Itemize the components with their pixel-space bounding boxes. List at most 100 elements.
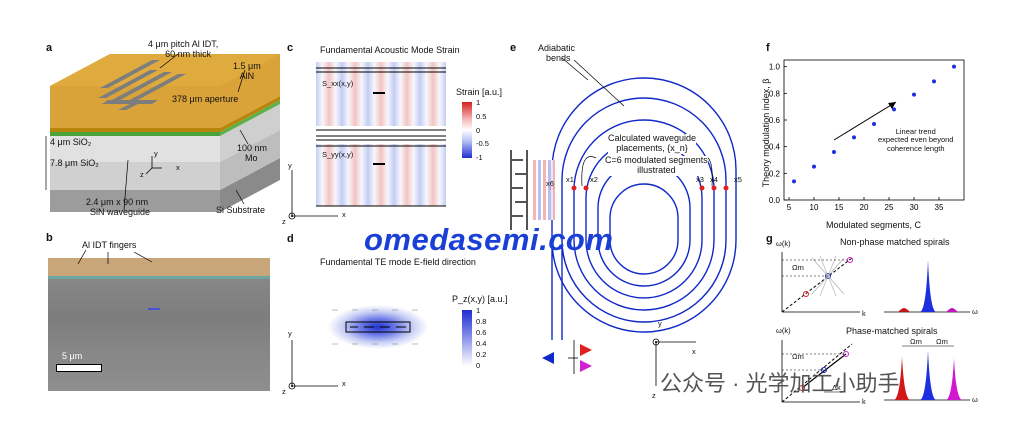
axis-y-label: y xyxy=(288,329,292,338)
substrate-label: Si Substrate xyxy=(216,205,266,215)
omega-label: ω xyxy=(972,307,978,316)
y-tick-label: 0.6 xyxy=(769,116,781,125)
tick: 0 xyxy=(476,125,481,135)
panel-d-title: Fundamental TE mode E-field direction xyxy=(320,257,476,267)
trend-arrowhead xyxy=(888,102,896,109)
chart-f-ylabel: Theory modulation index, β xyxy=(761,78,772,188)
wechat-watermark: 公众号 · 光学加工小助手 xyxy=(660,371,900,396)
axis-z-label: z xyxy=(140,170,144,179)
axis-z-label: z xyxy=(282,217,286,226)
x5-label: x5 xyxy=(734,175,742,184)
pz-colorbar xyxy=(462,310,472,366)
strain-colorbar xyxy=(462,102,472,158)
omega-k-label: ω(k) xyxy=(776,239,791,248)
omega-m-label: Ωm xyxy=(910,337,922,346)
g-title-top: Non-phase matched spirals xyxy=(840,237,950,247)
pz-colorbar-title: P_z(x,y) [a.u.] xyxy=(452,294,508,304)
omega-m-label: Ωm xyxy=(792,352,804,361)
data-point xyxy=(792,179,796,184)
panel-c-axes xyxy=(288,170,338,220)
pz-colorbar-ticks: 1 0.8 0.6 0.4 0.2 0 xyxy=(476,306,486,370)
tick: 0.2 xyxy=(476,350,487,359)
tick: 0.8 xyxy=(476,317,487,326)
sem-image: 5 μm xyxy=(48,258,270,391)
x-tick-label: 20 xyxy=(860,203,869,212)
omega-k-label: ω(k) xyxy=(776,326,791,335)
data-point xyxy=(832,150,836,154)
axis-y-label: y xyxy=(658,319,662,328)
axis-y-label: y xyxy=(154,149,158,158)
aperture-label: 378 μm aperture xyxy=(172,94,239,104)
x2-label: x2 xyxy=(590,175,598,184)
data-point xyxy=(932,79,936,84)
panel-e-label: e xyxy=(510,42,517,54)
x-tick-label: 10 xyxy=(810,203,819,212)
tick: 1 xyxy=(476,98,481,107)
sio2-top-label: 4 μm SiO₂ xyxy=(50,137,92,147)
tick: 0.5 xyxy=(476,111,487,121)
x-tick-label: 15 xyxy=(835,203,844,212)
sio2-bottom-label: 7.8 μm SiO₂ xyxy=(50,158,99,168)
waveguide-mark xyxy=(148,308,160,310)
panel-c-title: Fundamental Acoustic Mode Strain xyxy=(320,45,460,55)
idt-layer xyxy=(48,258,270,276)
tick: 1 xyxy=(476,306,481,315)
plot-frame xyxy=(783,59,965,201)
data-point xyxy=(872,122,876,126)
dispersion-diagram-bottom xyxy=(781,340,860,403)
data-point xyxy=(912,92,916,97)
strain-maps xyxy=(316,62,446,207)
x-tick-label: 25 xyxy=(885,203,894,212)
panel-d-label: d xyxy=(287,233,294,245)
acoustic-wave xyxy=(533,160,555,220)
efield-map xyxy=(318,292,438,362)
delta-k-label: Δk xyxy=(832,383,841,392)
idt-transducer-icon xyxy=(507,150,531,230)
syy-label: S_yy(x,y) xyxy=(322,150,354,159)
axis-x-label: x xyxy=(176,163,180,172)
x-tick-label: 30 xyxy=(910,203,919,212)
panel-b-label: b xyxy=(46,232,53,244)
axis-x-label: x xyxy=(342,379,346,388)
fingers-leaders xyxy=(77,249,153,265)
strain-colorbar-ticks: 1 0.5 0 -0.5 -1 xyxy=(476,98,489,162)
y-tick-label: 0.8 xyxy=(769,89,781,98)
dispersion-diagram-top xyxy=(781,252,860,313)
sxx-label: S_xx(x,y) xyxy=(322,79,354,88)
x6-label: x6 xyxy=(546,179,554,188)
spectrum-top xyxy=(884,260,970,313)
axis-x-label: x xyxy=(342,210,346,219)
x4-label: x4 xyxy=(710,175,718,184)
tick: -1 xyxy=(476,153,483,162)
panel-f-label: f xyxy=(766,42,770,54)
trend-arrow xyxy=(833,101,897,141)
strain-colorbar-title: Strain [a.u.] xyxy=(456,87,503,97)
x-tick-label: 35 xyxy=(935,203,944,212)
y-tick-label: 1.0 xyxy=(769,63,781,72)
beta-scatter-chart: 5 10 15 20 25 30 35 0.0 0.2 0.4 0.6 0.8 1.0 xyxy=(769,59,965,212)
x-tick-label: 5 xyxy=(787,203,792,212)
y-tick-label: 0.0 xyxy=(769,196,781,205)
axis-z-label: z xyxy=(652,391,656,400)
k-label: k xyxy=(862,309,866,318)
panel-c-label: c xyxy=(287,42,294,54)
efield-arrows xyxy=(332,309,418,345)
y-tick-label: 0.4 xyxy=(769,143,781,152)
axis-z-label: z xyxy=(282,387,286,396)
spectrum-bottom xyxy=(884,345,970,401)
idt-fingers-label: Al IDT fingers xyxy=(82,240,137,250)
data-point xyxy=(852,135,856,140)
idt-label: 4 μm pitch Al IDT,60 nm thick xyxy=(148,39,219,59)
y-tick-label: 0.2 xyxy=(769,169,781,178)
k-label: k xyxy=(862,397,866,406)
omega-m-label: Ωm xyxy=(936,337,948,346)
panel-a-label: a xyxy=(46,42,53,54)
g-title-bottom: Phase-matched spirals xyxy=(846,326,938,336)
data-point xyxy=(952,64,956,69)
